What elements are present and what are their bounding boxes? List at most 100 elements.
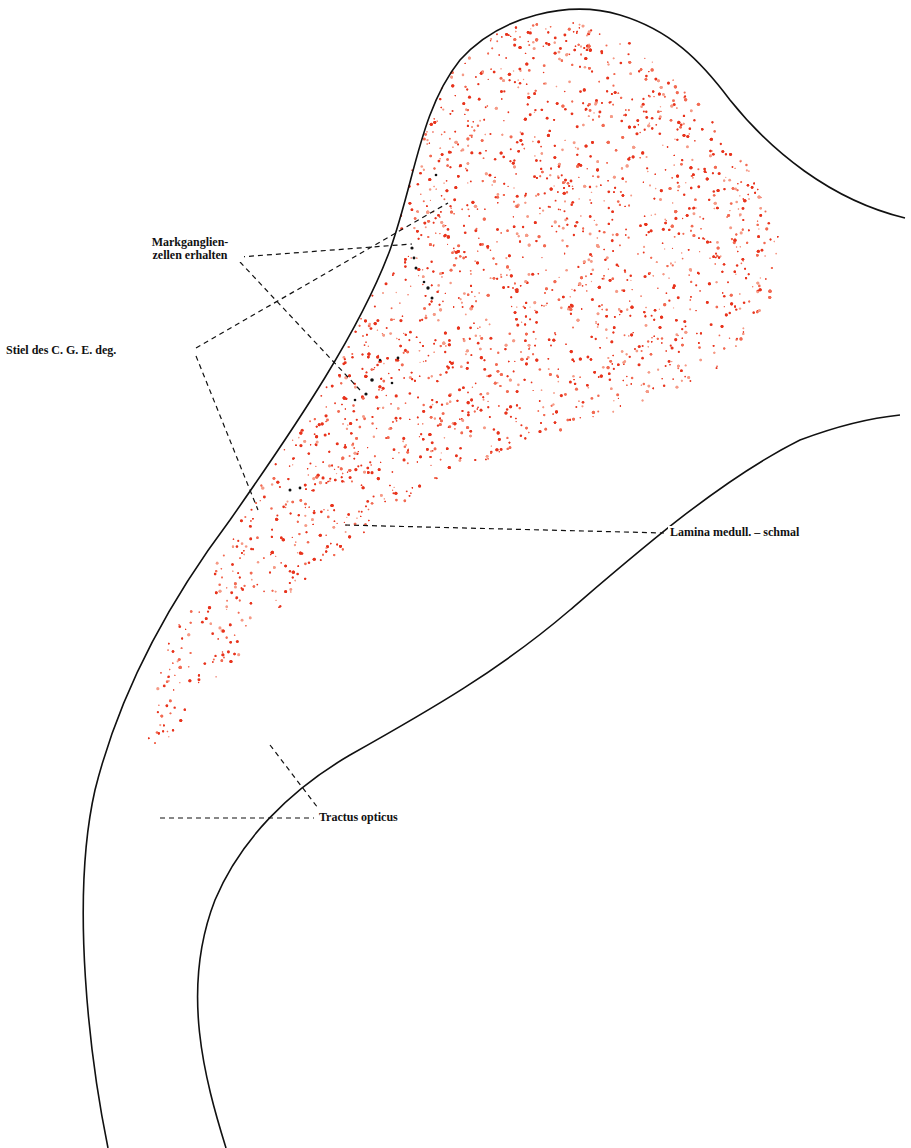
- cell-dot: [564, 253, 565, 254]
- cell-dot: [742, 219, 744, 221]
- cell-dot: [644, 216, 646, 218]
- cell-dot: [725, 153, 727, 155]
- cell-dot: [626, 309, 628, 311]
- cell-dot: [447, 367, 449, 369]
- cell-dot: [610, 115, 613, 118]
- cell-dot: [459, 164, 462, 167]
- cell-dot: [375, 396, 378, 399]
- cell-dot: [405, 444, 406, 445]
- cell-dot: [643, 311, 645, 313]
- cell-dot: [547, 134, 550, 137]
- cell-dot: [326, 406, 327, 407]
- cell-dot: [524, 148, 526, 150]
- cell-dot: [374, 322, 377, 325]
- cell-dot: [404, 349, 407, 352]
- cell-dot: [626, 279, 628, 281]
- cell-dot: [515, 418, 517, 420]
- cell-dot: [550, 344, 552, 346]
- cell-dot: [448, 339, 450, 341]
- cell-dot: [423, 169, 425, 171]
- cell-dot: [665, 365, 667, 367]
- cell-dot: [564, 108, 567, 111]
- cell-dot: [645, 111, 647, 113]
- cell-dot: [467, 392, 469, 394]
- cell-dot: [321, 422, 324, 425]
- cell-dot: [550, 168, 552, 170]
- cell-dot: [514, 283, 516, 285]
- cell-dot: [535, 338, 536, 339]
- cell-dot: [689, 380, 691, 382]
- cell-dot: [705, 172, 706, 173]
- cell-dot: [241, 619, 244, 622]
- cell-dot: [520, 424, 522, 426]
- cell-dot: [545, 269, 546, 270]
- cell-dot: [245, 545, 248, 548]
- cell-dot: [668, 360, 671, 363]
- cell-dot: [629, 301, 630, 302]
- cell-dot: [513, 159, 515, 161]
- cell-dot: [735, 339, 737, 341]
- cell-dot: [565, 269, 568, 272]
- cell-dot: [571, 64, 573, 66]
- cell-dot: [609, 379, 612, 382]
- cell-dot: [607, 357, 609, 359]
- cell-dot: [477, 342, 480, 345]
- cell-dot: [450, 113, 452, 115]
- cell-dot: [645, 78, 648, 81]
- cell-dot: [325, 482, 327, 484]
- cell-dot: [453, 264, 456, 267]
- cell-dot: [476, 261, 479, 264]
- cell-dot: [645, 75, 648, 78]
- cell-dot: [298, 514, 300, 516]
- cell-dot: [607, 190, 610, 193]
- cell-dot: [529, 306, 530, 307]
- cell-dot: [354, 452, 357, 455]
- cell-dot: [697, 168, 699, 170]
- cell-dot: [386, 327, 388, 329]
- cell-dot: [684, 95, 686, 97]
- cell-dot: [342, 423, 343, 424]
- cell-dot: [651, 341, 652, 342]
- cell-dot: [570, 180, 573, 183]
- cell-dot: [474, 411, 476, 413]
- cell-dot: [622, 361, 625, 364]
- cell-dot: [611, 239, 614, 242]
- cell-dot: [338, 374, 341, 377]
- cell-dot: [663, 303, 666, 306]
- cell-dot: [390, 403, 392, 405]
- cell-dot: [162, 730, 164, 732]
- cell-dot: [428, 355, 430, 357]
- cell-dot: [503, 194, 505, 196]
- cell-dot: [405, 334, 407, 336]
- cell-dot: [479, 326, 480, 327]
- cell-dot: [520, 434, 523, 437]
- cell-dot: [688, 249, 690, 251]
- cell-dot: [549, 130, 551, 132]
- cell-dot: [439, 158, 440, 159]
- cell-dot: [249, 525, 250, 526]
- cell-dot: [507, 111, 509, 113]
- cell-dot: [500, 373, 503, 376]
- cell-dot: [681, 159, 683, 161]
- cell-dot: [392, 274, 394, 276]
- cell-dot: [485, 319, 487, 321]
- cell-dot: [446, 180, 448, 182]
- cell-dot: [524, 437, 526, 439]
- cell-dot: [313, 524, 314, 525]
- cell-dot: [494, 382, 497, 385]
- cell-dot: [402, 437, 405, 440]
- cell-dot: [717, 246, 720, 249]
- cell-dot: [181, 647, 183, 649]
- cell-dot: [289, 465, 291, 467]
- cell-dot: [615, 149, 617, 151]
- cell-dot: [349, 422, 352, 425]
- cell-dot: [173, 706, 175, 708]
- cell-dot: [428, 178, 431, 181]
- cell-dot: [628, 335, 629, 336]
- cell-dot: [657, 79, 660, 82]
- cell-dot: [685, 364, 687, 366]
- cell-dot: [422, 410, 425, 413]
- cell-dot: [427, 236, 429, 238]
- cell-dot: [483, 399, 485, 401]
